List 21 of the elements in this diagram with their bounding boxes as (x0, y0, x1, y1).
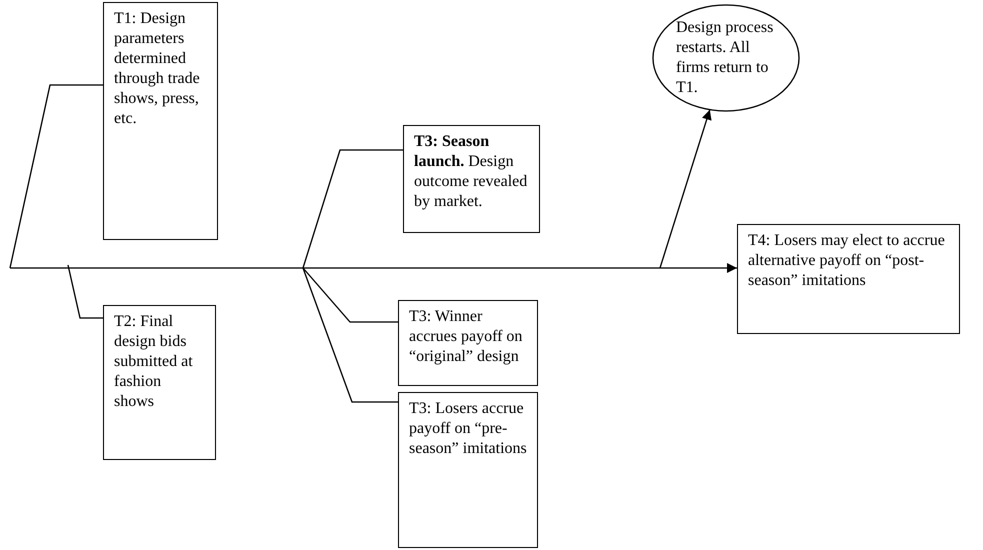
leader-line (302, 268, 398, 323)
arrow (659, 110, 712, 268)
text-box (403, 125, 540, 233)
box-text: Design process restarts. All firms return to T1. (676, 18, 774, 98)
box-text: T3: Winner accrues payoff on “original” design (409, 307, 524, 367)
box-text: T2: Final design bids submitted at fashion shows (114, 312, 194, 412)
box-text: T4: Losers may elect to accrue alternative payoff on “post-season” imitations (748, 231, 946, 291)
leader-line (9, 84, 103, 268)
leader-line (302, 268, 398, 403)
text-box (398, 300, 538, 386)
ellipse-node (652, 4, 800, 112)
text-box (398, 392, 538, 548)
text-box (103, 2, 218, 240)
box-text: T3: Season launch. Design outcome revealed by market. (414, 132, 528, 212)
box-text: T3: Losers accrue payoff on “pre-season” imitations (409, 399, 527, 459)
leader-line (67, 264, 103, 319)
box-text: T1: Design parameters determined through trade shows, press, etc. (114, 9, 201, 129)
leader-line (302, 149, 403, 268)
text-box (737, 224, 960, 334)
timeline-arrow (10, 263, 737, 273)
text-box (103, 305, 216, 460)
